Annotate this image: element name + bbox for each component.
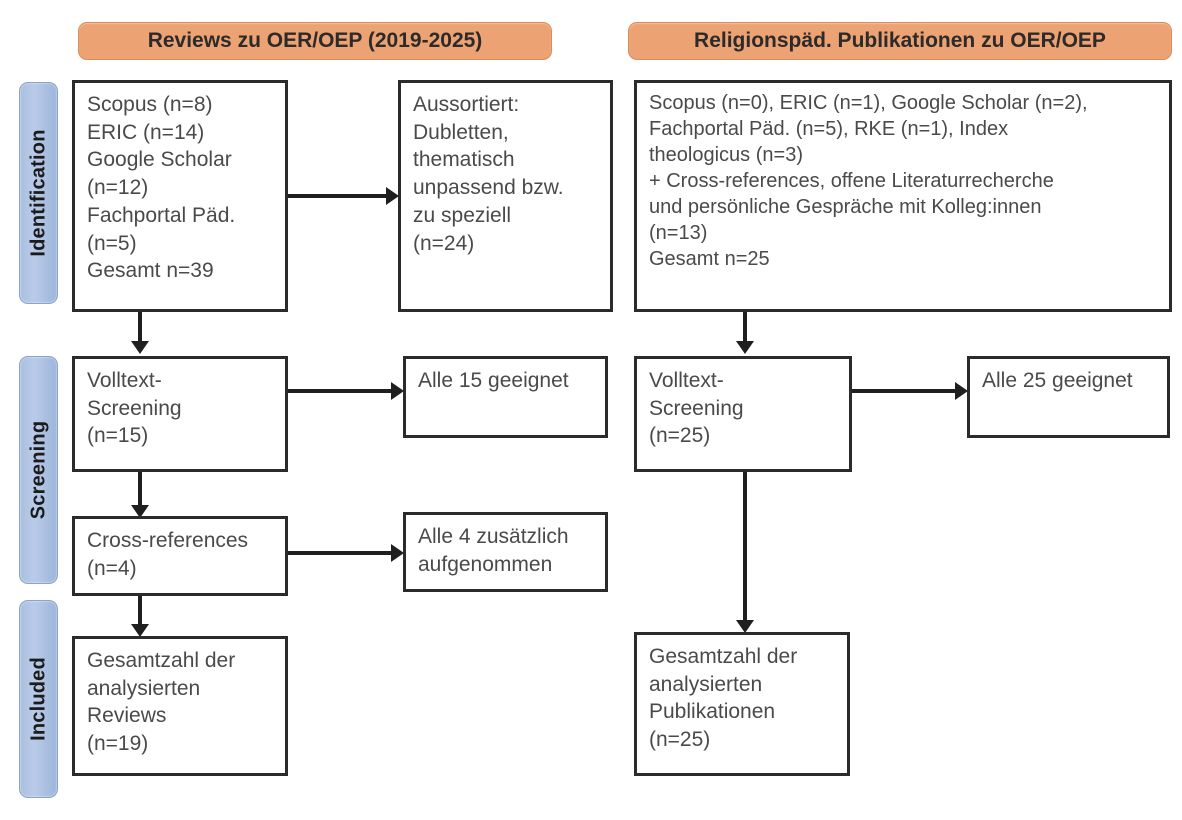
- connector-right-fulltext-to-result: [852, 389, 955, 393]
- arrowhead-left-fulltext-to-result: [391, 382, 404, 400]
- box-left-fulltext-screening: Volltext- Screening (n=15): [72, 356, 288, 472]
- box-left-identification-sources: Scopus (n=8) ERIC (n=14) Google Scholar …: [72, 80, 288, 312]
- box-right-fulltext-result: Alle 25 geeignet: [967, 356, 1170, 438]
- box-right-fulltext-screening: Volltext- Screening (n=25): [634, 356, 852, 472]
- box-right-identification-sources: Scopus (n=0), ERIC (n=1), Google Scholar…: [634, 80, 1172, 312]
- column-banner-religionspaed-label: Religionspäd. Publikationen zu OER/OEP: [694, 29, 1106, 52]
- box-left-fulltext-result: Alle 15 geeignet: [403, 356, 608, 438]
- connector-left-fulltext-to-crossrefs: [138, 472, 142, 510]
- connector-left-fulltext-to-result: [288, 389, 391, 393]
- column-banner-reviews-label: Reviews zu OER/OEP (2019-2025): [147, 29, 483, 52]
- arrowhead-right-fulltext-to-result: [955, 382, 968, 400]
- arrowhead-right-fulltext-to-included: [736, 620, 754, 633]
- phase-label-included: Included: [27, 657, 49, 741]
- column-banner-religionspaed: Religionspäd. Publikationen zu OER/OEP: [628, 22, 1172, 60]
- arrowhead-left-crossrefs-to-included: [131, 624, 149, 637]
- column-banner-reviews: Reviews zu OER/OEP (2019-2025): [78, 22, 552, 60]
- arrowhead-left-fulltext-to-crossrefs: [131, 505, 149, 518]
- arrowhead-left-crossrefs-to-result: [391, 544, 404, 562]
- connector-left-crossrefs-to-included: [138, 596, 142, 630]
- arrowhead-left-sources-to-screening: [131, 341, 149, 354]
- connector-left-sources-to-excluded: [288, 194, 386, 198]
- box-left-excluded: Aussortiert: Dubletten, thematisch unpas…: [398, 80, 613, 312]
- phase-bar-included: Included: [19, 600, 58, 798]
- arrowhead-left-sources-to-excluded: [386, 187, 399, 205]
- connector-left-sources-to-screening: [138, 312, 142, 344]
- connector-left-crossrefs-to-result: [288, 551, 391, 555]
- connector-right-fulltext-to-included: [743, 472, 747, 624]
- connector-right-sources-to-screening: [743, 312, 747, 344]
- phase-label-screening: Screening: [27, 420, 49, 520]
- phase-bar-identification: Identification: [19, 82, 58, 304]
- arrowhead-right-sources-to-screening: [736, 341, 754, 354]
- box-right-included-total: Gesamtzahl der analysierten Publikatione…: [634, 632, 850, 776]
- box-left-cross-references: Cross-references (n=4): [72, 516, 288, 596]
- box-left-included-total: Gesamtzahl der analysierten Reviews (n=1…: [72, 636, 288, 776]
- box-left-cross-references-result: Alle 4 zusätzlich aufgenommen: [403, 512, 608, 592]
- phase-label-identification: Identification: [27, 129, 49, 257]
- phase-bar-screening: Screening: [19, 356, 58, 584]
